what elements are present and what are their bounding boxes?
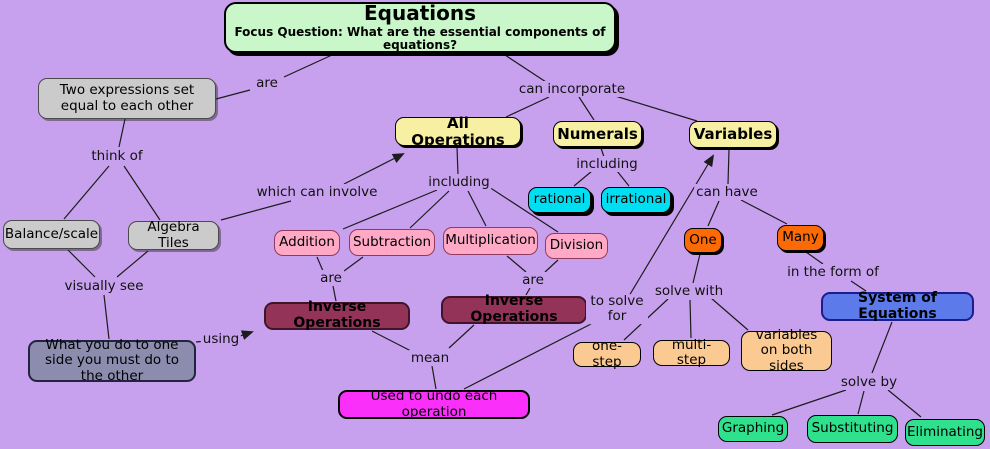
focus-question: Focus Question: What are the essential c… — [234, 24, 606, 53]
concept-graphing[interactable]: Graphing — [718, 416, 788, 442]
link-label-are-muldiv[interactable]: are — [520, 272, 546, 288]
connector-line — [463, 323, 592, 390]
link-label-can-have[interactable]: can have — [694, 184, 760, 200]
connector-line — [343, 153, 405, 185]
link-label-in-the-form-of[interactable]: in the form of — [785, 264, 881, 280]
connector-line — [506, 255, 527, 273]
connector-line — [504, 54, 547, 83]
connector-line — [707, 200, 720, 227]
concept-irrational[interactable]: irrational — [601, 187, 671, 213]
connector-line — [220, 200, 292, 221]
concept-eliminating[interactable]: Eliminating — [905, 419, 985, 446]
link-label-are-top[interactable]: are — [254, 75, 280, 91]
connector-line — [850, 280, 867, 292]
connector-line — [573, 170, 593, 187]
concept-two-expressions[interactable]: Two expressions set equal to each other — [38, 78, 216, 119]
concept-many[interactable]: Many — [777, 225, 824, 251]
concept-subtraction[interactable]: Subtraction — [349, 229, 435, 256]
connector-line — [316, 256, 324, 272]
connector-line — [611, 94, 698, 122]
concept-variables[interactable]: Variables — [689, 121, 777, 148]
connector-line — [857, 390, 865, 415]
concept-system-of-equations[interactable]: System of Equations — [821, 290, 974, 321]
link-label-think-of[interactable]: think of — [89, 148, 145, 164]
connector-line — [371, 330, 412, 352]
connector-line — [578, 96, 595, 121]
connector-line — [488, 186, 559, 233]
concept-inverse-operations-2[interactable]: Inverse Operations — [441, 293, 587, 325]
connector-line — [505, 96, 550, 118]
connector-line — [805, 251, 824, 265]
connector-line — [342, 189, 438, 230]
connector-line — [67, 249, 96, 278]
connector-line — [692, 253, 701, 284]
link-label-solve-by[interactable]: solve by — [838, 374, 900, 390]
link-label-mean[interactable]: mean — [408, 350, 452, 366]
connector-line — [103, 294, 110, 340]
map-title: Equations — [363, 1, 476, 26]
connector-line — [600, 147, 605, 158]
connector-line — [448, 324, 475, 349]
connector-line — [710, 297, 749, 331]
connector-line — [456, 146, 459, 176]
connector-line — [239, 330, 254, 340]
concept-numerals[interactable]: Numerals — [553, 121, 642, 147]
connector-line — [544, 259, 559, 273]
concept-one-step[interactable]: one-step — [573, 339, 641, 369]
connector-line — [616, 170, 630, 187]
connector-line — [409, 190, 450, 229]
concept-what-you-do[interactable]: What you do to one side you must do to t… — [28, 338, 196, 383]
link-label-including-numerals[interactable]: including — [574, 156, 640, 172]
connector-line — [283, 54, 333, 78]
concept-inverse-operations-1[interactable]: Inverse Operations — [264, 299, 410, 331]
concept-balance-scale[interactable]: Balance/scale — [3, 220, 100, 249]
link-label-are-addsub[interactable]: are — [318, 270, 344, 286]
connector-line — [116, 250, 149, 278]
connector-line — [467, 190, 487, 227]
connector-line — [215, 89, 251, 100]
link-label-can-incorporate[interactable]: can incorporate — [516, 81, 628, 97]
connector-line — [332, 285, 337, 302]
concept-equations-title[interactable]: Equations Focus Question: What are the e… — [224, 2, 616, 53]
connector-line — [871, 321, 893, 374]
link-label-using[interactable]: using — [200, 331, 242, 347]
concept-variables-on-both-sides[interactable]: variables on both sides — [741, 328, 832, 373]
link-label-visually-see[interactable]: visually see — [62, 278, 146, 294]
connector-line — [343, 256, 364, 272]
connector-line — [525, 287, 531, 296]
connector-line — [63, 165, 110, 220]
concept-rational[interactable]: rational — [528, 187, 591, 213]
link-label-solve-with[interactable]: solve with — [652, 283, 726, 299]
connector-line — [118, 118, 126, 148]
connector-line — [689, 299, 692, 339]
concept-one[interactable]: One — [684, 228, 722, 253]
concept-algebra-tiles[interactable]: Algebra Tiles — [128, 220, 219, 250]
concept-substituting[interactable]: Substituting — [807, 415, 898, 443]
connector-line — [123, 165, 161, 221]
link-label-including-operations[interactable]: including — [426, 174, 492, 190]
concept-all-operations[interactable]: All Operations — [395, 114, 521, 148]
concept-used-to-undo[interactable]: Used to undo each operation — [338, 389, 530, 419]
connector-line — [727, 148, 730, 185]
connector-line — [740, 199, 788, 225]
connector-line — [771, 389, 847, 416]
connector-line — [887, 389, 922, 418]
link-label-to-solve-for[interactable]: to solve for — [586, 294, 648, 324]
connector-line — [431, 365, 437, 390]
concept-addition[interactable]: Addition — [274, 230, 340, 256]
connector-line — [628, 154, 715, 297]
concept-multiplication[interactable]: Multiplication — [443, 227, 538, 255]
concept-division[interactable]: Division — [545, 233, 608, 259]
link-label-which-can-involve[interactable]: which can involve — [254, 184, 380, 200]
concept-multi-step[interactable]: multi-step — [653, 337, 730, 368]
